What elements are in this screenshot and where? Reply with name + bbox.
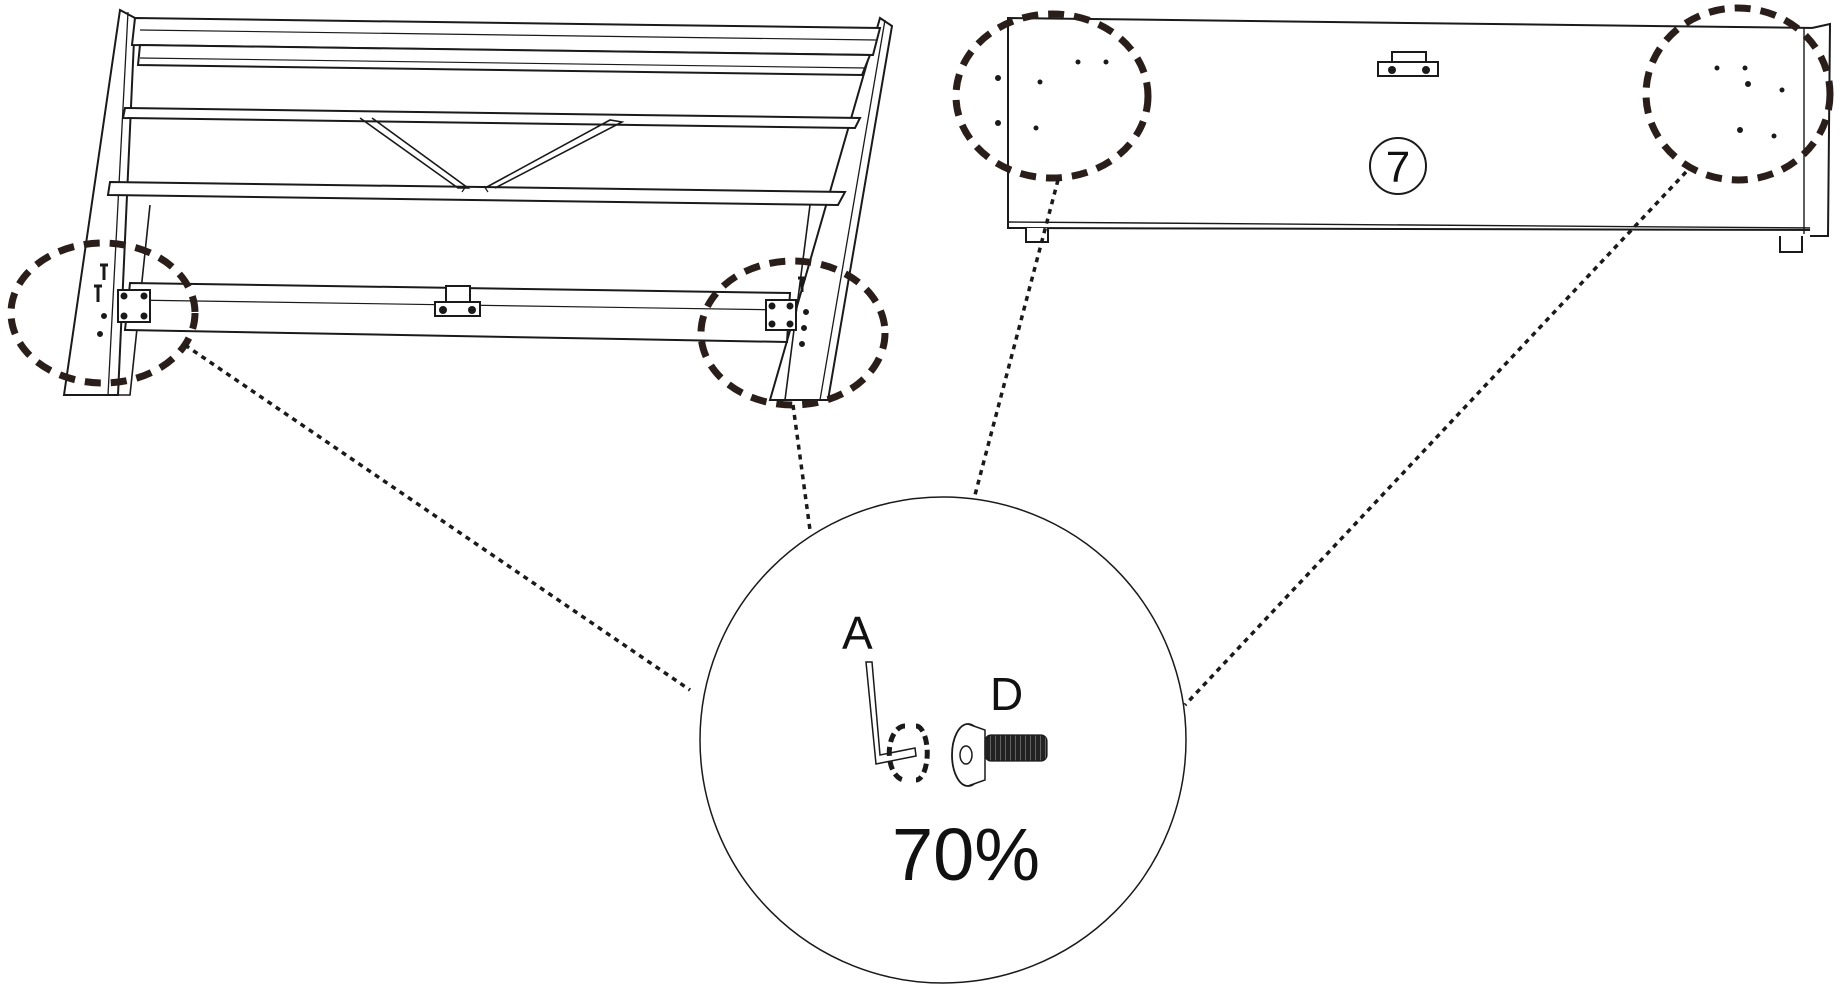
connector-lines — [184, 170, 1688, 707]
middle-slat — [121, 106, 862, 130]
rail-top-bracket — [1377, 51, 1439, 77]
left-leg — [118, 204, 151, 396]
screw-label-d: D — [990, 668, 1023, 720]
detail-callout: A D 70% — [699, 496, 1187, 984]
left-corner-plate — [94, 263, 151, 337]
allen-key-icon — [865, 661, 917, 765]
connector-left-corner — [184, 343, 691, 692]
side-rail — [995, 16, 1832, 253]
highlight-rail-right-end — [1642, 4, 1834, 184]
detail-circle — [699, 496, 1187, 984]
highlight-rail-left-end — [952, 10, 1152, 182]
tool-label-a: A — [842, 607, 873, 659]
rail-holes-right — [1714, 65, 1785, 139]
highlight-circles-right — [952, 4, 1834, 184]
connector-rail-right — [1183, 170, 1688, 707]
headboard-frame — [62, 8, 894, 401]
rotate-arrow-icon — [886, 723, 930, 783]
right-leg — [770, 204, 811, 401]
top-rail — [130, 16, 882, 57]
connector-rail-left — [973, 179, 1060, 496]
foot-right — [1779, 236, 1803, 253]
highlight-circles-left — [7, 239, 889, 409]
left-post — [62, 8, 137, 396]
right-corner-plate — [765, 276, 809, 347]
rail-holes-left — [995, 59, 1109, 131]
highlight-right-corner — [697, 257, 889, 409]
tighten-percentage: 70% — [892, 813, 1040, 896]
connector-right-corner — [791, 404, 812, 531]
step-number: 7 — [1386, 143, 1410, 192]
lower-slat — [106, 180, 847, 207]
highlight-left-corner — [7, 239, 199, 387]
screw-icon — [951, 723, 1048, 787]
rail-bracket — [434, 285, 481, 317]
step-number-icon — [1369, 137, 1427, 195]
